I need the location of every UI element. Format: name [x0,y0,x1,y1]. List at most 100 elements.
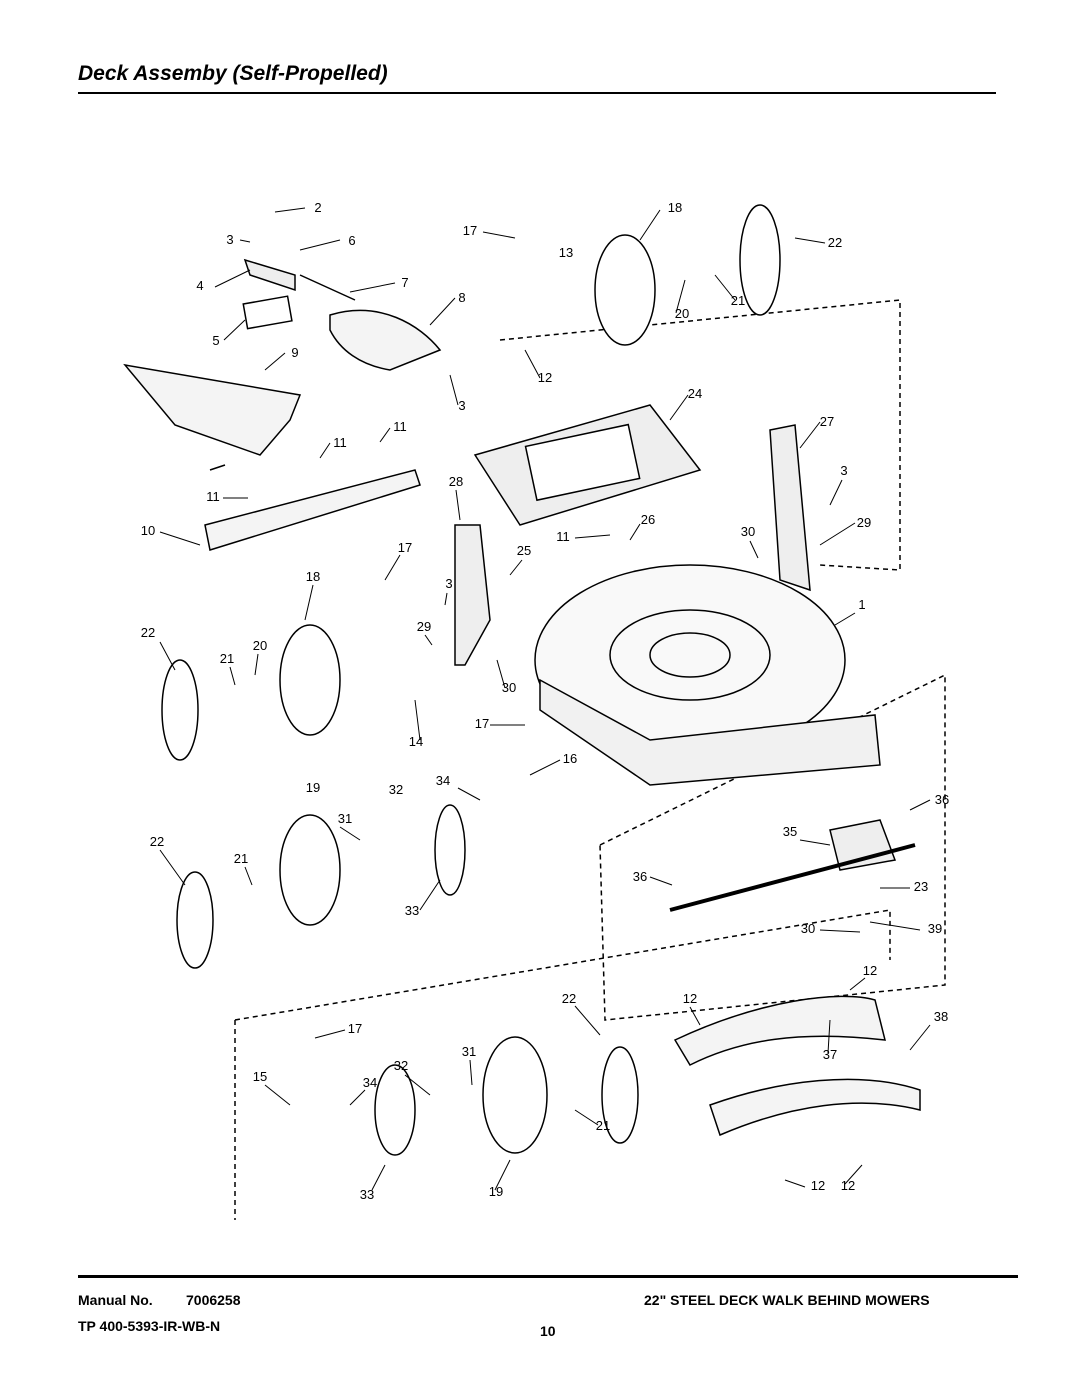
callout-3: 3 [840,463,847,478]
callout-30: 30 [741,524,755,539]
wheel-rear-left [279,814,341,926]
callout-33: 33 [360,1187,374,1202]
manual-number: 7006258 [186,1292,241,1308]
callout-27: 27 [820,414,834,429]
callout-35: 35 [783,824,797,839]
rear-baffle [204,469,421,551]
callout-25: 25 [517,543,531,558]
callout-17: 17 [463,223,477,238]
callout-12: 12 [863,963,877,978]
callout-32: 32 [394,1058,408,1073]
callout-31: 31 [338,811,352,826]
callout-2: 2 [314,200,321,215]
callout-3: 3 [226,232,233,247]
callout-11: 11 [333,435,347,450]
leader-lines [159,207,931,1191]
grass-chute [123,363,302,456]
callout-21: 21 [234,851,248,866]
height-bracket-right [769,424,811,592]
callout-7: 7 [401,275,408,290]
drive-gear-bottom [374,1064,416,1156]
callout-17: 17 [475,716,489,731]
callout-1: 1 [858,597,865,612]
cover-window [524,423,641,502]
callout-12: 12 [683,991,697,1006]
callout-30: 30 [502,680,516,695]
callout-23: 23 [914,879,928,894]
hubcap-front-left [161,659,199,761]
page-title: Deck Assemby (Self-Propelled) [78,62,388,85]
callout-20: 20 [253,638,267,653]
callout-17: 17 [398,540,412,555]
chute-hinge-pin [209,464,226,471]
callout-34: 34 [363,1075,377,1090]
hubcap-rear-left [176,871,214,969]
callout-17: 17 [348,1021,362,1036]
callout-12: 12 [841,1178,855,1193]
callout-22: 22 [828,235,842,250]
manual-label: Manual No. [78,1292,153,1308]
front-skirt [709,1078,921,1137]
callout-19: 19 [306,780,320,795]
callout-11: 11 [556,529,570,544]
product-title: 22" STEEL DECK WALK BEHIND MOWERS [644,1292,930,1308]
drive-gear-wheel [434,804,466,896]
callout-28: 28 [449,474,463,489]
callout-16: 16 [563,751,577,766]
title-rule [78,92,996,94]
callout-8: 8 [458,290,465,305]
height-bracket-left [454,524,491,666]
dashed-outline-upper [499,299,901,571]
deck-skirt [539,678,881,786]
wheel-rear-right [594,234,656,346]
callout-18: 18 [668,200,682,215]
callout-13: 13 [559,245,573,260]
callout-22: 22 [141,625,155,640]
deck-center [649,632,731,678]
exploded-parts-diagram: 2 3 6 4 7 5 8 9 3 17 13 18 22 21 20 12 2… [123,200,949,1220]
callout-36: 36 [633,869,647,884]
rear-flap [329,309,442,371]
callout-29: 29 [857,515,871,530]
callout-26: 26 [641,512,655,527]
deck-inner-ring [609,609,771,701]
callout-20: 20 [675,306,689,321]
callout-30: 30 [801,921,815,936]
callout-29: 29 [417,619,431,634]
wheel-front-left [279,624,341,736]
callout-3: 3 [458,398,465,413]
callout-3: 3 [445,576,452,591]
hubcap-rear-right [739,204,781,316]
callout-12: 12 [811,1178,825,1193]
hubcap-bottom [601,1046,639,1144]
gasket [242,295,293,330]
callout-22: 22 [562,991,576,1006]
bracket-plate [243,258,296,292]
page-number: 10 [540,1323,556,1339]
callout-19: 19 [489,1184,503,1199]
wheel-bottom [482,1036,548,1154]
callout-4: 4 [196,278,203,293]
bumper [673,995,886,1066]
footer-rule [78,1275,1018,1278]
tp-code: TP 400-5393-IR-WB-N [78,1318,221,1334]
callout-18: 18 [306,569,320,584]
callout-32: 32 [389,782,403,797]
rod [299,274,356,301]
callout-37: 37 [823,1047,837,1062]
callout-21: 21 [731,293,745,308]
drive-shaft [669,843,916,912]
callout-10: 10 [141,523,155,538]
dashed-outline-bottom [234,909,891,1220]
transmission [829,819,897,871]
callout-22: 22 [150,834,164,849]
callout-15: 15 [253,1069,267,1084]
callout-12: 12 [538,370,552,385]
callout-14: 14 [409,734,423,749]
callout-6: 6 [348,233,355,248]
callout-34: 34 [436,773,450,788]
callout-21: 21 [220,651,234,666]
callout-39: 39 [928,921,942,936]
callout-38: 38 [934,1009,948,1024]
callout-33: 33 [405,903,419,918]
